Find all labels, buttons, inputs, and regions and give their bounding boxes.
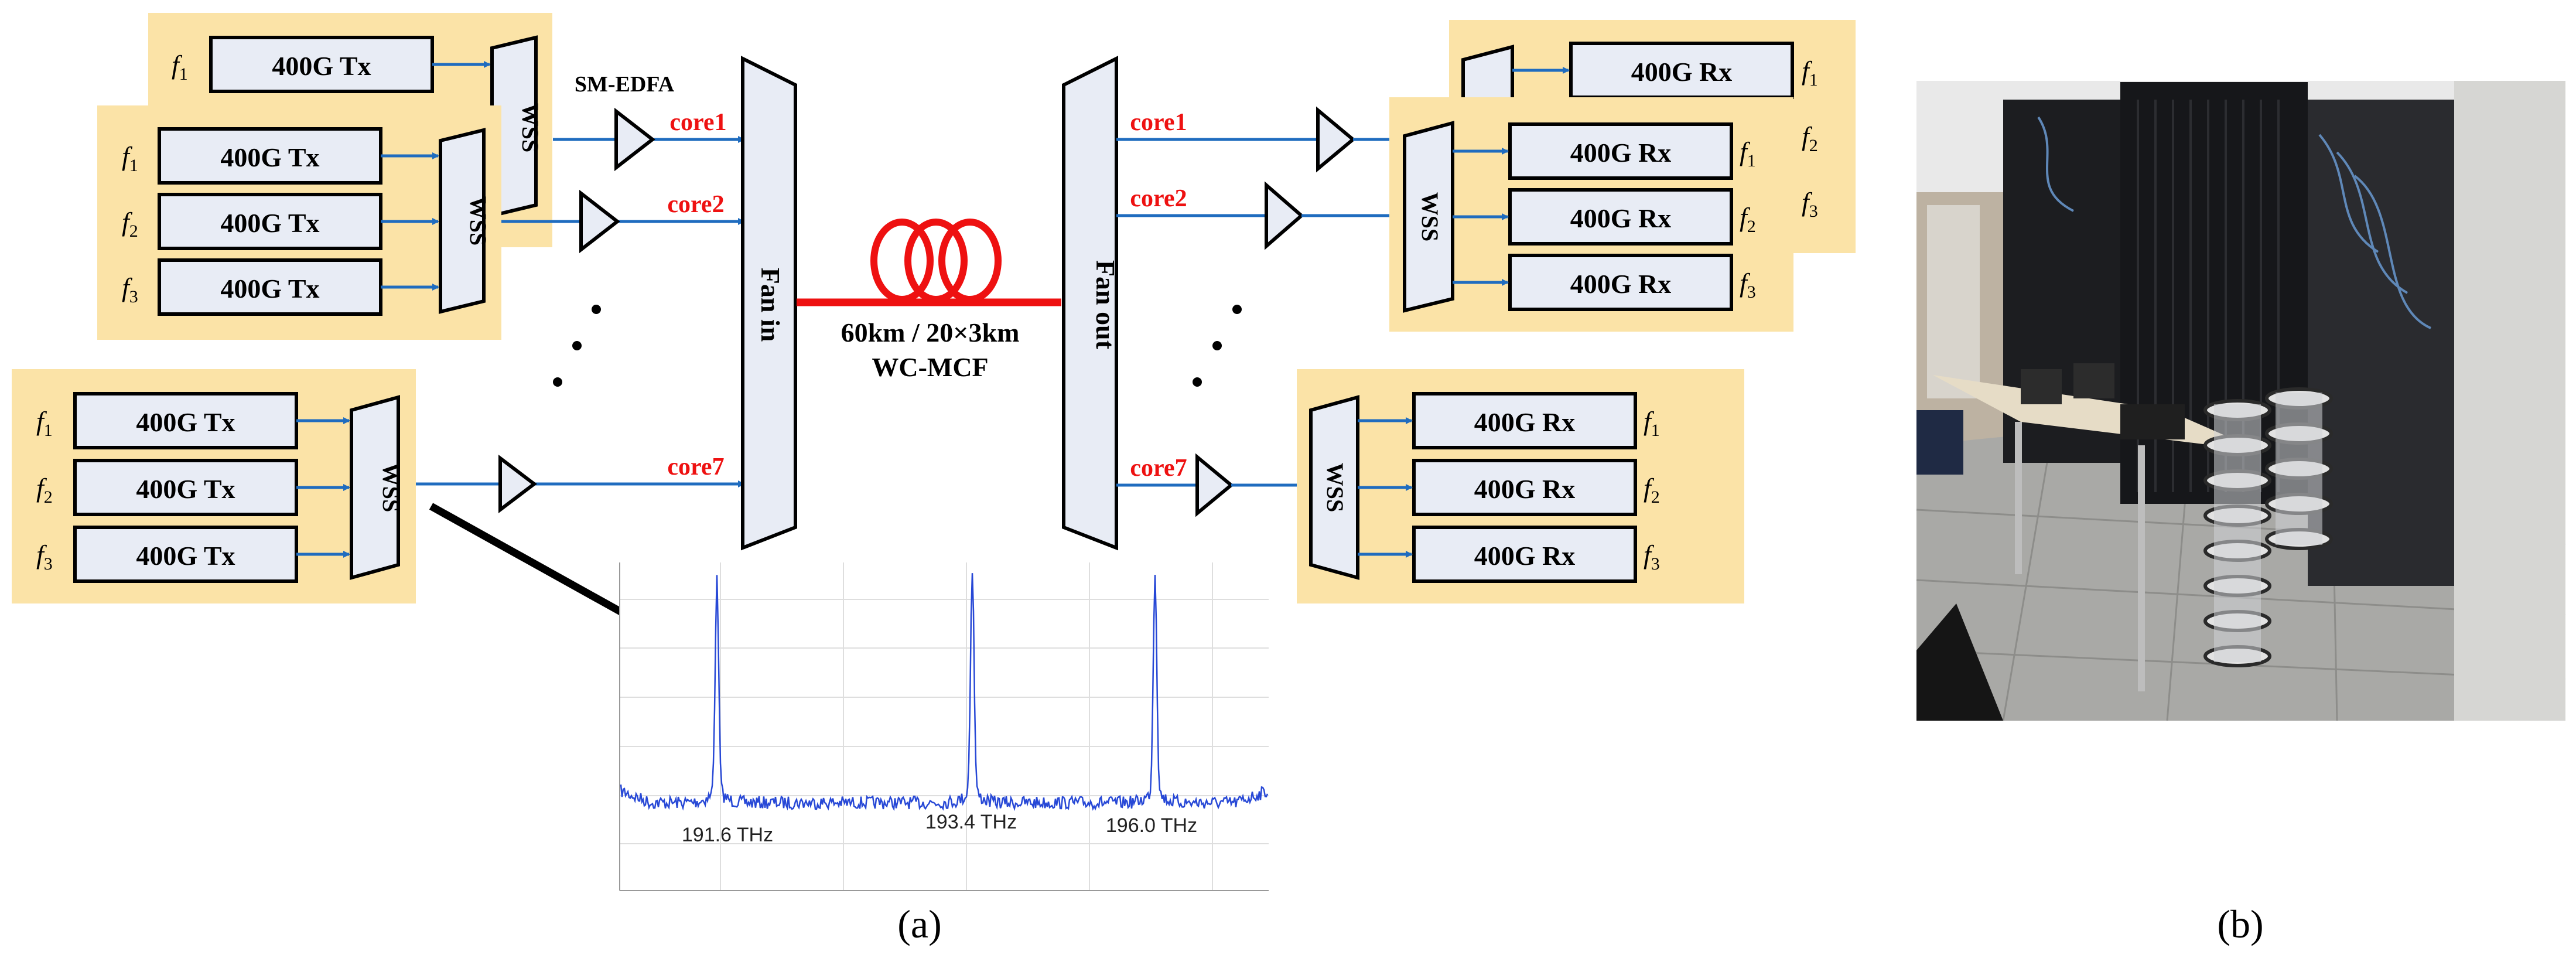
rack (2308, 100, 2454, 586)
rack-door (2454, 81, 2565, 721)
tx-box (73, 392, 298, 449)
tx-box (73, 526, 298, 583)
rx-label: 400G Rx (1474, 474, 1576, 504)
caption-a: (a) (897, 902, 941, 946)
spectrum-peak-label: 193.4 THz (925, 811, 1017, 833)
fan-out-block (1062, 56, 1118, 551)
tx-side-links: SM-EDFA core1 core2 core7 (416, 72, 745, 514)
tx-box (73, 459, 298, 516)
rx-group-3: WSS 400G Rx 400G Rx 400G Rx f1 f2 f3 (1297, 369, 1744, 603)
wss-label: WSS (517, 103, 544, 153)
caption-b: (b) (2217, 902, 2263, 946)
rx-label: 400G Rx (1474, 407, 1576, 437)
fiber-loop (904, 219, 968, 303)
wss-trapezoid (439, 128, 486, 314)
core-label-out: core2 (1130, 185, 1187, 212)
edfa-triangle (1316, 106, 1356, 173)
tx-group-3: 400G Tx 400G Tx 400G Tx f1 f2 f3 WSS (12, 369, 416, 603)
tx-label: 400G Tx (272, 51, 371, 81)
chair (1916, 603, 2003, 721)
wss-label: WSS (465, 196, 491, 246)
wss-trapezoid (1309, 395, 1359, 580)
spectrum-inset: 191.6 THz 193.4 THz 196.0 THz (619, 562, 1269, 891)
fiber-loop (938, 219, 1002, 303)
edfa-label: SM-EDFA (575, 72, 675, 97)
fiber-length-label: 60km / 20×3km (841, 318, 1020, 347)
core-label-in: core1 (669, 109, 726, 136)
tx-box (158, 193, 382, 250)
chair (1916, 410, 1963, 475)
photo-window (1927, 205, 1980, 398)
rx-label: 400G Rx (1570, 203, 1672, 233)
rx-label: 400G Rx (1570, 269, 1672, 299)
fan-out: Fan out (1062, 56, 1120, 551)
edfa-triangle (1195, 453, 1234, 517)
cables (2037, 116, 2431, 329)
tx-label: 400G Tx (136, 407, 235, 437)
desk-leg (2015, 422, 2022, 574)
frequency-label: f3 (1802, 187, 1818, 221)
fan-in-label: Fan in (756, 268, 785, 342)
ellipsis-icon (553, 305, 601, 387)
rx-label: 400G Rx (1631, 57, 1733, 87)
rx-box (1508, 122, 1733, 180)
rx-box (1412, 526, 1637, 583)
rx-label: 400G Rx (1474, 541, 1576, 571)
fan-in: Fan in (741, 56, 797, 551)
ellipsis-icon (1193, 305, 1242, 387)
spool-column (2214, 404, 2261, 662)
tx-label: 400G Tx (136, 474, 235, 504)
fiber-type-label: WC-MCF (872, 352, 988, 382)
wss-trapezoid (1403, 121, 1454, 313)
rx-box (1412, 459, 1637, 516)
tx-group-2: 400G Tx 400G Tx 400G Tx f1 f2 f3 WSS (97, 105, 501, 340)
spectrum-peak-label: 196.0 THz (1106, 814, 1197, 837)
tx-label: 400G Tx (220, 208, 319, 238)
edfa-triangle (614, 107, 655, 172)
fan-out-label: Fan out (1091, 260, 1120, 350)
instrument-box (2120, 404, 2185, 439)
tx-label: 400G Tx (220, 142, 319, 172)
frequency-label: f3 (1644, 540, 1660, 574)
rx-side-links: core1 core2 core7 (1116, 106, 1389, 517)
wss-trapezoid (350, 395, 400, 580)
spectrum-trace (620, 573, 1269, 811)
core-label-out: core7 (1130, 455, 1187, 482)
rx-box (1569, 42, 1794, 99)
tx-box (158, 127, 382, 185)
rx-box (1508, 254, 1733, 311)
rx-group-2: WSS 400G Rx 400G Rx 400G Rx f1 f2 f3 (1389, 97, 1793, 332)
edfa-triangle (579, 189, 620, 254)
laptop (2021, 369, 2062, 404)
core-label-out: core1 (1130, 109, 1187, 136)
wss-label: WSS (1322, 463, 1348, 513)
spool-column (2276, 393, 2322, 545)
edfa-triangle (498, 454, 537, 514)
tx-box (158, 258, 382, 316)
spectrum-peak-label: 191.6 THz (682, 824, 773, 846)
fiber-loop (870, 219, 934, 303)
core-label-in: core2 (667, 191, 724, 218)
rx-label: 400G Rx (1570, 138, 1672, 168)
desk-leg (2138, 445, 2145, 691)
tx-label: 400G Tx (136, 541, 235, 571)
lab-photo (1916, 81, 2566, 721)
wss-label: WSS (1417, 192, 1443, 242)
tx-label: 400G Tx (220, 274, 319, 304)
laptop (2073, 363, 2114, 398)
fan-in-block (741, 56, 797, 551)
wss-label: WSS (378, 463, 404, 513)
spectrum-frame (620, 562, 1269, 891)
rx-box (1412, 392, 1637, 449)
tx-box (209, 36, 434, 93)
spectrum-trace-group (620, 573, 1269, 811)
fiber: 60km / 20×3km WC-MCF (797, 219, 1061, 382)
core-label-in: core7 (667, 453, 724, 480)
edfa-triangle (1265, 181, 1304, 250)
rx-box (1508, 188, 1733, 245)
